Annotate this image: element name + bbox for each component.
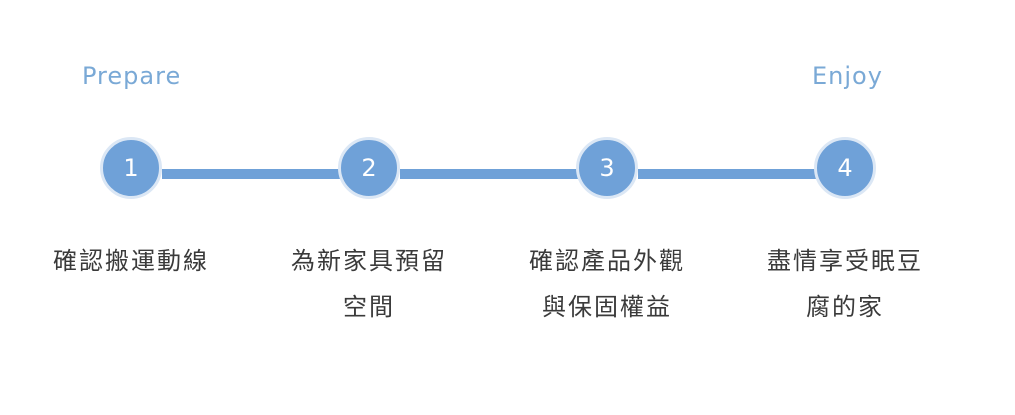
connector-line-3-4 [638,169,818,179]
step-1-description: 確認搬運動線 [53,247,209,275]
step-2-circle: 2 [338,137,400,199]
step-3-circle: 3 [576,137,638,199]
connector-line-1-2 [162,169,342,179]
connector-line-2-3 [400,169,580,179]
stage-label-enjoy: Enjoy [812,62,883,90]
step-4-description: 盡情享受眠豆腐的家 [767,247,923,321]
step-1-circle: 1 [100,137,162,199]
step-4-circle: 4 [814,137,876,199]
step-3-description: 確認產品外觀與保固權益 [529,247,685,321]
step-2-description: 為新家具預留空間 [291,247,447,321]
stage-label-prepare: Prepare [82,62,182,90]
